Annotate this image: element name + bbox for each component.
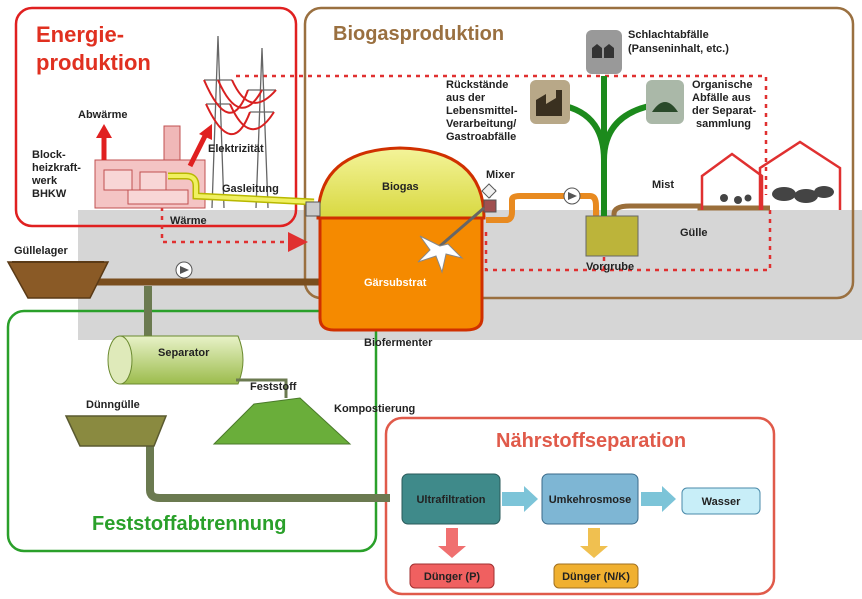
mist-label: Mist (652, 179, 674, 191)
duenger-p-label: Dünger (P) (424, 571, 481, 583)
schlachtabfaelle-icon (586, 30, 622, 74)
nutrient-arrows (502, 486, 676, 512)
rueck-label-1: Rückstände (446, 79, 508, 91)
mixer-label: Mixer (486, 169, 515, 181)
duenger-p-box (409, 563, 495, 589)
lebensmittel-icon (530, 80, 570, 124)
waerme-label: Wärme (170, 215, 207, 227)
bhkw-building (94, 125, 206, 209)
energy-section-box (14, 6, 298, 228)
duenger-nk-label: Dünger (N/K) (562, 571, 630, 583)
guelle-label: Gülle (680, 227, 708, 239)
schlacht-label-2: (Panseninhalt, etc.) (628, 43, 729, 55)
separator-unit (107, 335, 244, 385)
rueck-label-3: Lebensmittel- (446, 105, 518, 117)
bhkw-label-1: Block- (32, 149, 66, 161)
gaersubstrat-label: Gärsubstrat (364, 277, 427, 289)
nutrients-title: Nährstoffseparation (496, 430, 686, 452)
umkehrosmose-box (541, 473, 639, 525)
org-label-3: der Separat- (692, 105, 757, 117)
feststoff-label: Feststoff (250, 381, 297, 393)
umkehrosmose-label: Umkehrosmose (549, 494, 632, 506)
org-label-4: sammlung (696, 118, 751, 130)
biogas-section-box (303, 6, 855, 300)
biogas-title: Biogasproduktion (333, 23, 504, 45)
kompostierung-label: Kompostierung (334, 403, 415, 415)
separator-label: Separator (158, 347, 210, 359)
duenngulle-tank (64, 415, 168, 447)
duenngulle-label: Dünngülle (86, 399, 140, 411)
ultrafiltration-box (401, 473, 501, 525)
bhkw-label-4: BHKW (32, 188, 67, 200)
wasser-label: Wasser (702, 496, 741, 508)
biogas-label: Biogas (382, 181, 419, 193)
org-label-1: Organische (692, 79, 753, 91)
solids-title: Feststoffabtrennung (92, 513, 286, 535)
nutrients-section-box (384, 416, 776, 596)
bhkw-label-2: heizkraft- (32, 162, 81, 174)
barn-mist-icon (700, 140, 842, 210)
mixer-icon (417, 183, 497, 274)
elektrizitaet-label: Elektrizität (208, 143, 264, 155)
flow-dotted-lines (160, 74, 772, 272)
biofermenter-label: Biofermenter (364, 337, 433, 349)
ultrafiltration-label: Ultrafiltration (416, 494, 485, 506)
org-label-2: Abfälle aus (692, 92, 751, 104)
vorgrube-label: Vorgrube (586, 261, 634, 273)
biofermenter-tank (305, 146, 497, 332)
organische-abfaelle-icon (646, 80, 684, 124)
wasser-box (681, 487, 761, 515)
solids-section-box (6, 309, 378, 553)
rueck-label-4: Verarbeitung/ (446, 118, 516, 130)
rueck-label-2: aus der (446, 92, 486, 104)
gasleitung-label: Gasleitung (222, 183, 279, 195)
guellelager-tank (6, 261, 110, 299)
schlacht-label-1: Schlachtabfälle (628, 29, 709, 41)
duenngulle-pipe (146, 440, 390, 502)
bhkw-label-3: werk (31, 175, 58, 187)
energy-title-line1: Energie- (36, 22, 124, 47)
pump-icon (175, 261, 193, 279)
duenger-nk-box (553, 563, 639, 589)
energy-title-line2: produktion (36, 50, 151, 75)
guellelager-label: Güllelager (14, 245, 69, 257)
pump-vorgrube-icon (563, 187, 581, 205)
abwaerme-label: Abwärme (78, 109, 128, 121)
elektrizitaet-arrow (187, 132, 209, 168)
guelle-pipe (611, 203, 770, 234)
kompost-heap (212, 397, 352, 445)
orange-pipe (486, 193, 599, 223)
animals (720, 186, 834, 204)
vorgrube-tank (585, 215, 639, 257)
rueck-label-5: Gastroabfälle (446, 131, 516, 143)
